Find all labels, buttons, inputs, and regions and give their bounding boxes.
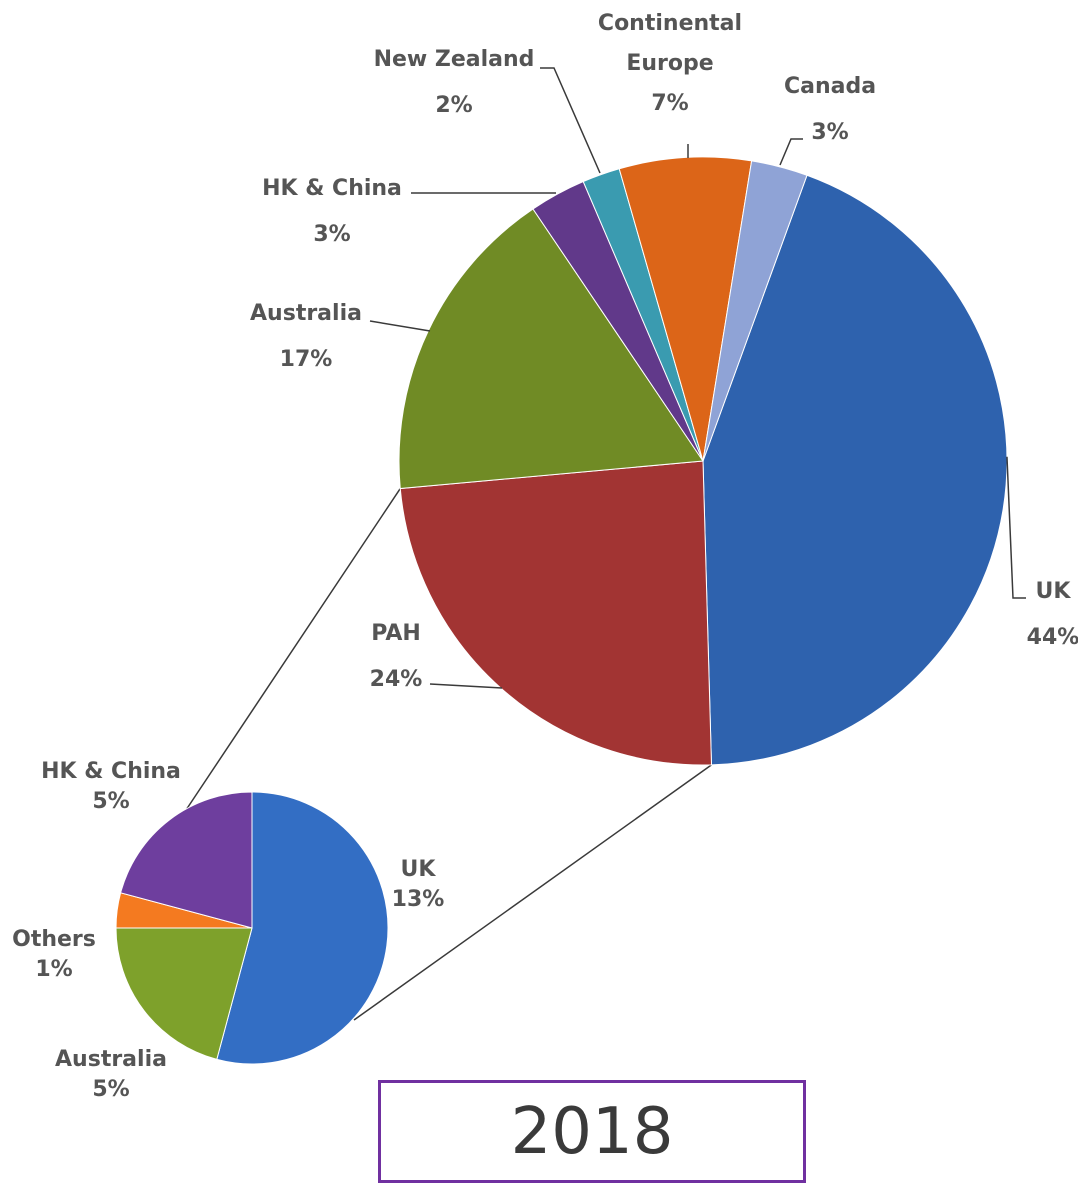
sub-slice-australia [115,927,253,1060]
main-slice-pah [399,460,713,766]
leader-line-uk [1006,456,1026,599]
year-box: 2018 [378,1080,806,1183]
leader-line-new-zealand [540,67,601,174]
main-slice-continental-europe [618,156,753,462]
main-pie [398,156,1008,766]
year-label: 2018 [510,1094,674,1169]
connector-lines [185,488,712,1021]
leader-line-australia [369,320,431,332]
leader-lines [369,67,1026,689]
connector-line-bottom [353,764,712,1021]
main-slice-canada [702,160,808,462]
connector-line-top [185,488,401,811]
sub-slice-uk [216,791,389,1065]
leader-line-canada [779,138,803,166]
main-slice-uk [702,174,1008,766]
secondary-pie [115,791,389,1065]
sub-slice-hk-and-china [120,791,253,929]
leader-line-pah [429,683,503,689]
